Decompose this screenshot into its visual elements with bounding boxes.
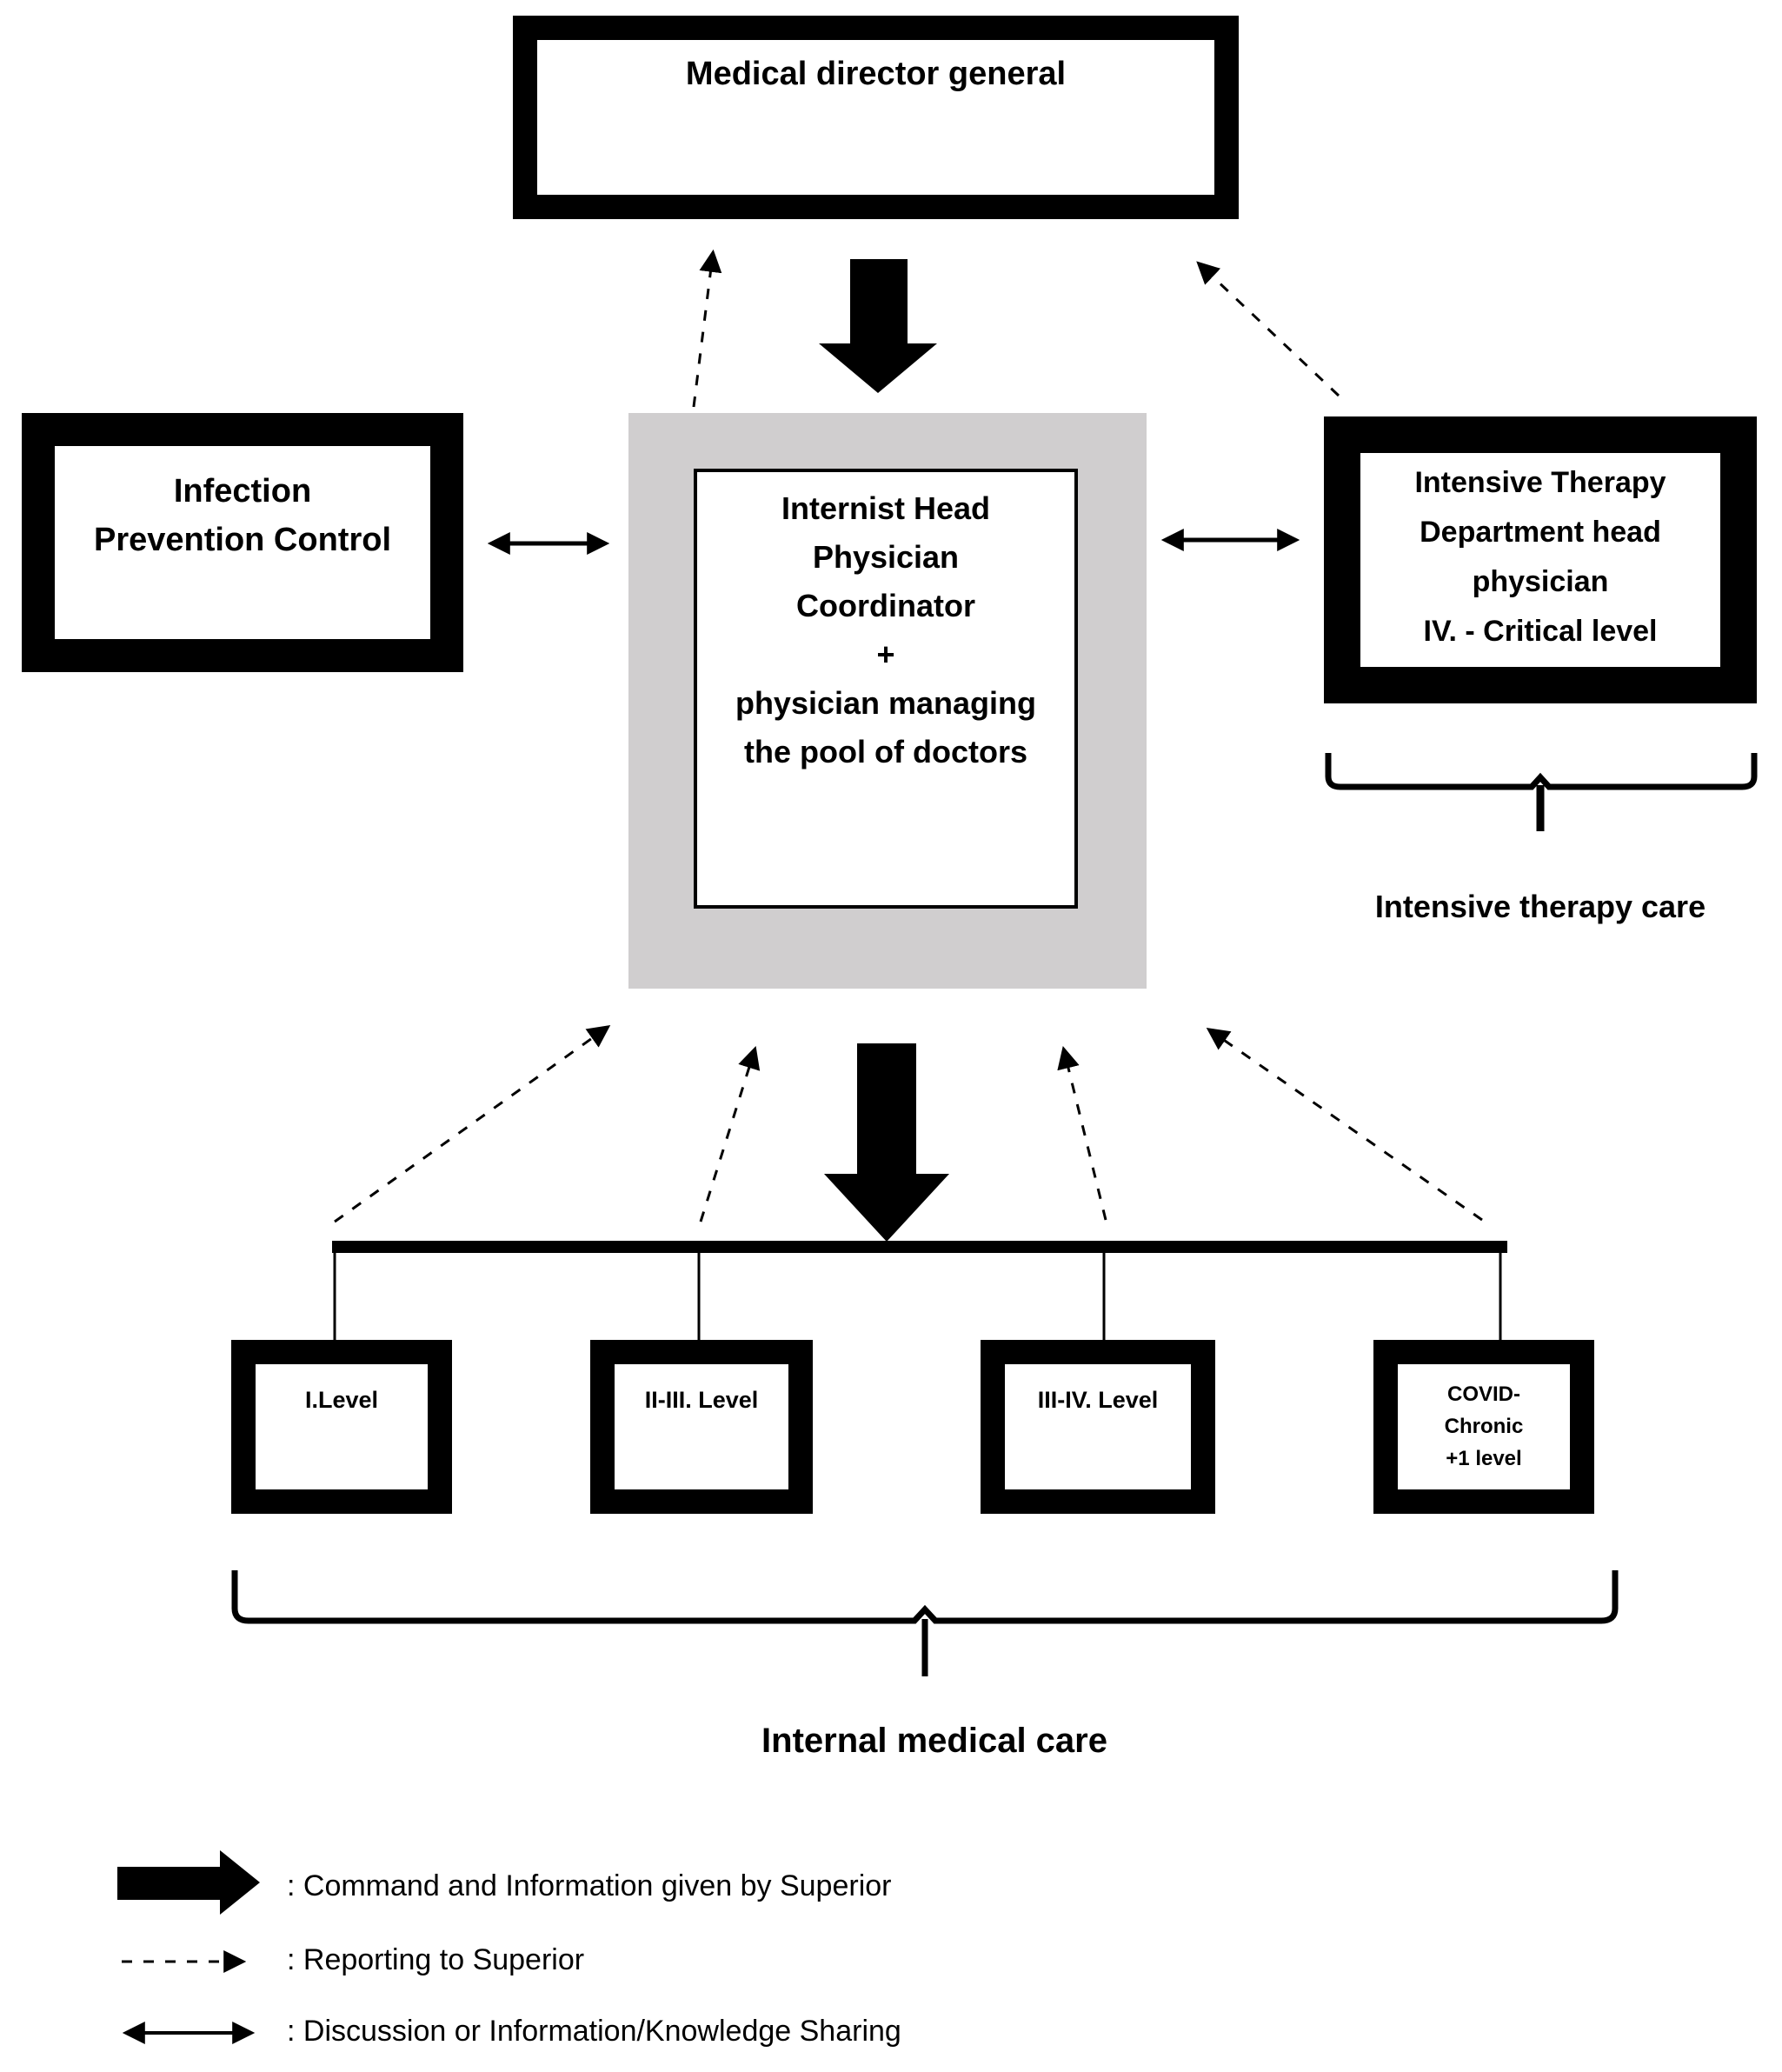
reporting-arrow-level1-to-coordinator — [334, 1024, 611, 1223]
node-level-2-3: II-III. Level — [590, 1340, 813, 1514]
command-arrow-director-to-coordinator — [819, 259, 937, 393]
command-arrow-coordinator-to-levels — [824, 1043, 949, 1242]
legend-solid-block-arrow-icon — [117, 1850, 260, 1915]
node-level-1: I.Level — [231, 1340, 452, 1514]
node-medical-director-general: Medical director general — [513, 16, 1239, 219]
internal-care-brace — [231, 1570, 1619, 1676]
node-infection-prevention-control: Infection Prevention Control — [22, 413, 463, 672]
legend-discussion-label: : Discussion or Information/Knowledge Sh… — [287, 2015, 901, 2048]
node-internist-head-physician-coordinator: Internist Head Physician Coordinator + p… — [694, 469, 1078, 909]
reporting-arrow-level2-to-coordinator — [699, 1046, 761, 1223]
reporting-arrow-level3-to-coordinator — [1057, 1045, 1107, 1221]
node-level-3-4: III-IV. Level — [981, 1340, 1215, 1514]
node-intensive-therapy-head-physician: Intensive Therapy Department head physic… — [1324, 416, 1757, 703]
legend-command-label: : Command and Information given by Super… — [287, 1869, 892, 1902]
legend-reporting-label: : Reporting to Superior — [287, 1943, 585, 1976]
reporting-arrow-coordinator-to-director — [692, 249, 722, 408]
reporting-arrow-level4-to-coordinator — [1206, 1028, 1483, 1222]
intensive-care-brace — [1325, 753, 1758, 831]
level-connector-lines — [332, 1241, 1507, 1342]
node-covid-chronic: COVID- Chronic +1 level — [1373, 1340, 1594, 1514]
intensive-therapy-care-label: Intensive therapy care — [1374, 889, 1706, 924]
internal-medical-care-label: Internal medical care — [761, 1722, 1107, 1760]
reporting-arrow-intensive-to-director — [1196, 261, 1340, 397]
